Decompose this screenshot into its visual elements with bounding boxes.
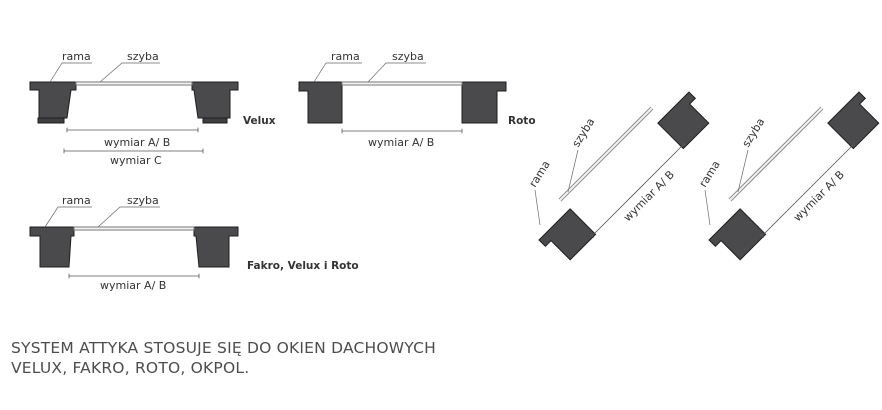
upper-frame xyxy=(657,91,710,150)
szyba-label: szyba xyxy=(127,194,159,207)
fakro-section: rama szyba wymiar A/ B Fakro, Velux i Ro… xyxy=(29,194,359,292)
dim-ab-line xyxy=(590,142,686,238)
dim-ab-line xyxy=(760,142,856,238)
rama-leader xyxy=(44,206,92,228)
right-frame xyxy=(193,226,239,268)
dim-ab-label: wymiar A/ B xyxy=(791,168,847,224)
szyba-leader xyxy=(567,149,579,193)
right-sill xyxy=(202,117,228,124)
caption: SYSTEM ATTYKA STOSUJE SIĘ DO OKIEN DACHO… xyxy=(11,338,436,378)
szyba-leader xyxy=(97,206,160,228)
dim-ab-label: wymiar A/ B xyxy=(368,136,434,149)
rama-leader xyxy=(534,189,541,226)
right-frame xyxy=(191,81,239,119)
tilted-section-right: rama szyba wymiar A/ B xyxy=(697,91,880,261)
glass-core xyxy=(559,107,653,201)
szyba-leader xyxy=(99,62,160,83)
glass-core xyxy=(729,107,823,201)
brand-velux: Velux xyxy=(243,115,276,127)
szyba-leader xyxy=(737,149,749,193)
caption-line-2: VELUX, FAKRO, ROTO, OKPOL. xyxy=(11,359,250,377)
glass-pane xyxy=(341,81,463,86)
left-frame xyxy=(298,81,343,124)
roto-section: rama szyba wymiar A/ B Roto xyxy=(298,50,536,149)
lower-frame xyxy=(708,208,767,261)
dim-ab-label: wymiar A/ B xyxy=(621,168,677,224)
upper-frame xyxy=(827,91,880,150)
rama-label: rama xyxy=(527,158,553,189)
szyba-label: szyba xyxy=(392,50,424,63)
left-sill xyxy=(37,117,65,124)
rama-leader xyxy=(49,62,92,83)
left-frame xyxy=(29,81,77,119)
szyba-label: szyba xyxy=(740,116,768,150)
szyba-label: szyba xyxy=(127,50,159,63)
glass-pane xyxy=(75,81,193,86)
rama-leader xyxy=(704,189,711,226)
left-frame xyxy=(29,226,75,268)
brand-fakro-velux-roto: Fakro, Velux i Roto xyxy=(247,260,359,272)
lower-frame xyxy=(538,208,597,261)
dim-c-label: wymiar C xyxy=(110,154,162,167)
right-frame xyxy=(461,81,507,124)
tilted-section-left: rama szyba wymiar A/ B xyxy=(527,91,710,261)
rama-label: rama xyxy=(697,158,723,189)
szyba-label: szyba xyxy=(570,116,598,150)
dim-ab-label: wymiar A/ B xyxy=(100,279,166,292)
szyba-leader xyxy=(367,62,426,83)
brand-roto: Roto xyxy=(508,115,536,127)
glass-pane xyxy=(73,226,195,231)
rama-label: rama xyxy=(331,50,360,63)
velux-section: rama szyba wymiar A/ B wymiar C Velux xyxy=(29,50,276,167)
rama-label: rama xyxy=(62,50,91,63)
caption-line-1: SYSTEM ATTYKA STOSUJE SIĘ DO OKIEN DACHO… xyxy=(11,339,436,357)
rama-leader xyxy=(313,62,362,83)
dim-ab-label: wymiar A/ B xyxy=(104,136,170,149)
rama-label: rama xyxy=(62,194,91,207)
